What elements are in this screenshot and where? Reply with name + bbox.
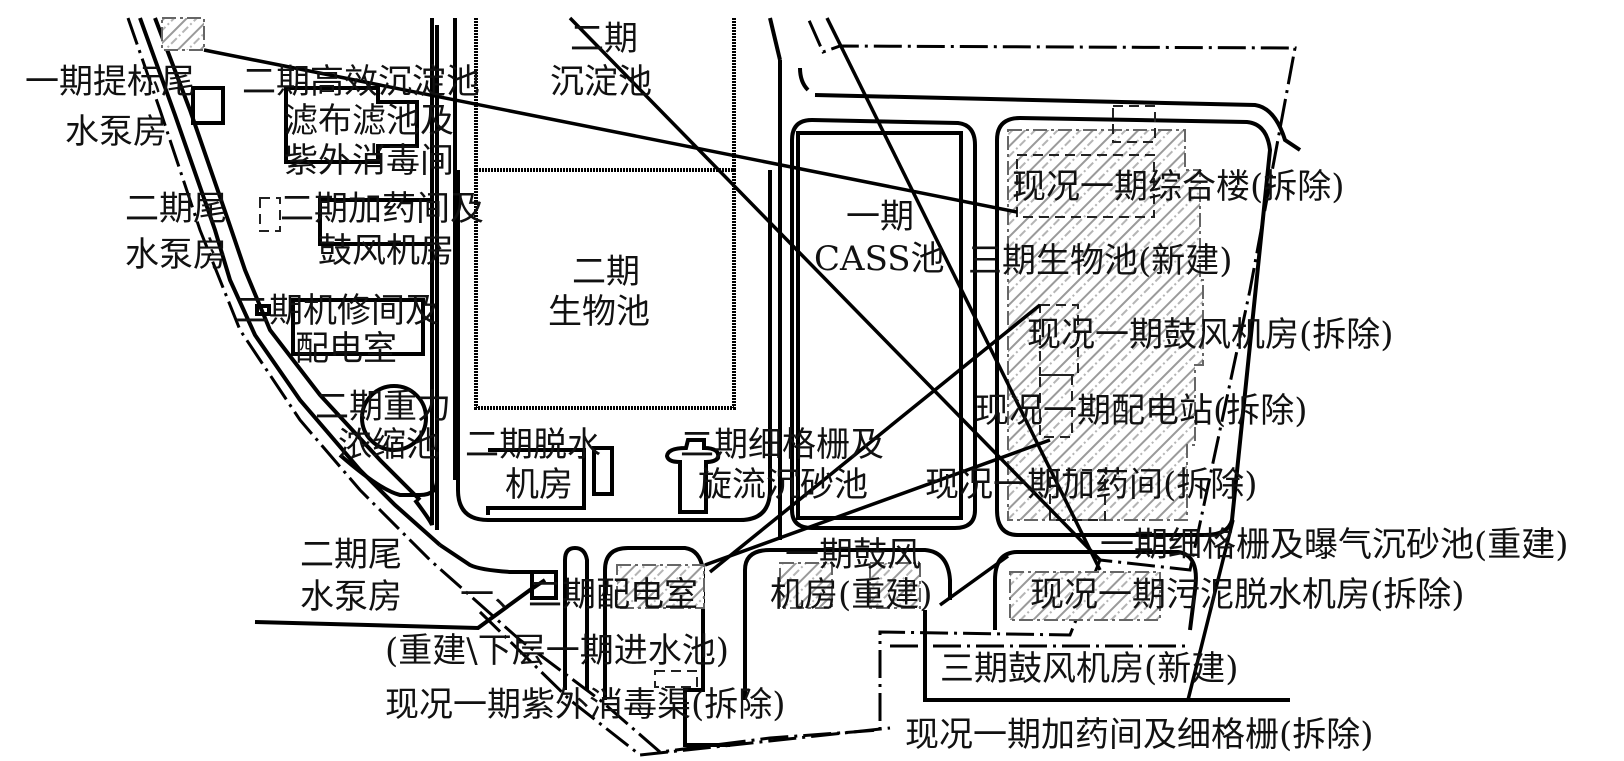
label-phase1-blower-rebuild-l1: 一期鼓风 [785, 535, 921, 575]
label-phase2-repair-l1: 二期机修间及 [235, 291, 439, 331]
leader-lines [203, 16, 1235, 701]
cloth-filter-building [284, 86, 419, 164]
existing-substation-outline [1039, 374, 1073, 438]
sludge-dewatering-enclosure [993, 550, 1198, 631]
phase2-tail-pump-bottom-box [530, 570, 558, 600]
label-phase2-dewatering-l1: 二期脱水 [465, 425, 601, 465]
phase3-bio-tank-hatched [1007, 129, 1204, 521]
phase2-repair-building [291, 298, 425, 356]
label-phase1-tailwater-pump-l2: 水泵房 [65, 112, 167, 152]
phase2-tail-pump-channel [563, 545, 589, 690]
label-existing-substation: 现况一期配电站(拆除) [975, 391, 1308, 431]
uv-channel-outline [654, 670, 698, 688]
labels: 一期提标尾 水泵房 二期高效沉淀池 二期 沉淀池 滤布滤池及 紫外消毒间 二期尾… [25, 19, 1569, 755]
label-phase2-repair-l2: 配电室 [295, 329, 397, 369]
blower-rebuild-enclosure [743, 548, 952, 700]
phase2-fine-screen-structure [664, 438, 721, 514]
phase2-tail-pump-box [259, 197, 281, 232]
label-gravity-thickener-l1: 二期重力 [315, 387, 451, 427]
label-phase3-blower-new: 三期鼓风机房(新建) [940, 649, 1239, 689]
phase2-lower-enclosure [456, 170, 772, 522]
phase2-dosing-building [318, 198, 434, 246]
label-phase2-tail-pump-bottom-l1: 二期尾 [300, 535, 402, 575]
phase12-power-room-hatched [616, 564, 705, 609]
phase2-dewatering-building [486, 448, 586, 515]
phase2-dewatering-side-box [592, 446, 614, 496]
existing-office-annex-outline [1112, 105, 1156, 143]
label-phase2-fine-screen-l2: 旋流沉砂池 [698, 465, 868, 505]
label-phase2-tail-pump-top-l2: 水泵房 [125, 235, 227, 275]
label-phase2-sedimentation-l2: 沉淀池 [550, 62, 652, 102]
label-phase2-fine-screen-l1: 二期细格栅及 [680, 425, 884, 465]
phase3-blower-outline [923, 610, 1290, 702]
label-phase3-bio-tank: 三期生物池(新建) [968, 241, 1233, 281]
label-phase1-fine-screen-grit: 一期细格栅及曝气沉砂池(重建) [1100, 525, 1569, 565]
phase2-gravity-thickener [360, 384, 428, 452]
west-road [138, 17, 540, 574]
existing-blower-outline [1039, 304, 1079, 376]
label-phase2-hd-sedimentation: 二期高效沉淀池 [242, 62, 480, 102]
existing-dosing-outline [1049, 469, 1106, 521]
bottom-boundary [478, 610, 891, 757]
label-phase2-bio-l2: 生物池 [548, 292, 650, 332]
label-phase1-tailwater-pump-l1: 一期提标尾 [25, 62, 195, 102]
phase1-blower-rebuild-hatched [779, 562, 833, 609]
phase2-repair-small-box [255, 304, 271, 316]
existing-sludge-dewatering-hatched [1009, 571, 1161, 621]
label-phase2-tail-pump-bottom-l2: 水泵房 [300, 577, 402, 617]
west-boundary-line [254, 578, 547, 631]
top-left-hatched-structure [161, 17, 205, 51]
phase1-tail-pump-box [191, 86, 225, 125]
label-existing-dosing-screen: 现况一期加药间及细格栅(拆除) [905, 715, 1374, 755]
label-phase1-blower-rebuild-l2: 机房(重建) [770, 575, 933, 615]
label-existing-dosing: 现况一期加药间(拆除) [925, 465, 1258, 505]
existing-office-outline [1016, 154, 1155, 218]
phase1-blower-rebuild-hatched-2 [869, 562, 921, 609]
label-phase12-power-room: 一、二期配电室 [460, 575, 698, 615]
label-phase2-dewatering-l2: 机房 [505, 465, 573, 505]
label-phase2-dosing-l1: 二期加药间及 [280, 189, 484, 229]
label-phase2-dosing-l2: 鼓风机房 [318, 231, 454, 271]
site-boundary [126, 17, 1297, 754]
label-rebuild-lower-inlet: (重建\下层一期进水池) [385, 631, 729, 671]
label-existing-office: 现况一期综合楼(拆除) [1012, 167, 1345, 207]
label-existing-uv-channel: 现况一期紫外消毒渠(拆除) [385, 685, 786, 725]
label-gravity-thickener-l2: 浓缩池 [338, 425, 440, 465]
phase3-bio-enclosure [798, 67, 1302, 537]
label-phase1-cass-l1: 一期 [846, 197, 914, 237]
label-phase1-cass-l2: CASS池 [814, 239, 945, 279]
label-phase2-bio-l1: 二期 [572, 252, 640, 292]
label-cloth-filter-l1: 滤布滤池及 [284, 101, 454, 141]
label-cloth-filter-l2: 紫外消毒间 [284, 141, 454, 181]
phase2-bio-tank [474, 168, 736, 410]
label-existing-sludge-dewatering: 现况一期污泥脱水机房(拆除) [1030, 575, 1465, 615]
label-existing-blower: 现况一期鼓风机房(拆除) [1027, 315, 1394, 355]
thickener-road-loop [338, 440, 439, 497]
label-phase2-sedimentation-l1: 二期 [570, 19, 638, 59]
label-phase2-tail-pump-top-l1: 二期尾 [125, 189, 227, 229]
